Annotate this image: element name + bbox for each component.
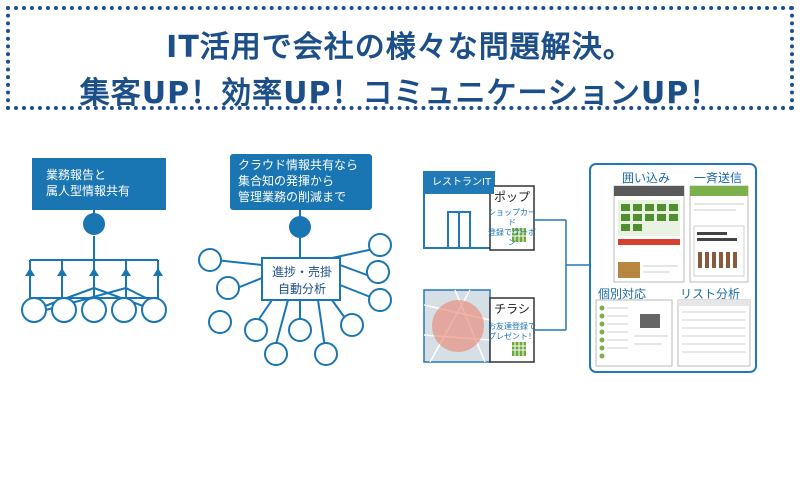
left-label-box: 業務報告と 属人型情報共有 xyxy=(32,158,166,210)
flyer-card xyxy=(489,297,535,363)
phone-screen-enclosure xyxy=(613,185,685,283)
flyer-text: お友達登録で プレゼント！ xyxy=(488,322,536,342)
hub-line-2: 自動分析 xyxy=(277,282,326,296)
banner-title-line-2: 集客UP！効率UP！コミュニケーションUP！ xyxy=(79,76,721,111)
hub-line-1: 進捗・売掛 xyxy=(271,265,332,279)
middle-label-line-3: 管理業務の削減まで xyxy=(238,190,347,204)
middle-member-nodes xyxy=(198,233,392,366)
pop-text-line-2: 登録でクーポン xyxy=(488,228,536,247)
section-broadcast: 一斉送信 xyxy=(694,171,743,185)
right-connectors xyxy=(534,219,590,331)
middle-label-box: クラウド情報共有なら 集合知の発揮から 管理業務の削減まで xyxy=(230,154,372,210)
middle-hub-text: 進捗・売掛 自動分析 xyxy=(266,264,338,298)
pop-text-line-1: ショップカード xyxy=(488,208,536,227)
section-enclosure: 囲い込み xyxy=(622,171,671,185)
restaurant-label: レストランIT xyxy=(424,172,494,194)
middle-hub-box xyxy=(261,257,341,301)
flyer-title: チラシ xyxy=(494,302,530,316)
flyer-text-line-2: プレゼント！ xyxy=(488,332,536,341)
left-label-line-1: 業務報告と xyxy=(46,168,107,182)
left-hub-node xyxy=(83,213,105,235)
header-banner: IT活用で会社の様々な問題解決。 集客UP！効率UP！コミュニケーションUP！ xyxy=(6,6,794,111)
pop-title: ポップ xyxy=(493,190,530,204)
section-individual: 個別対応 xyxy=(598,287,647,301)
left-label-line-2: 属人型情報共有 xyxy=(46,184,131,198)
flyer-map xyxy=(423,289,491,363)
flyer-text-line-1: お友達登録で xyxy=(488,322,536,331)
banner-title-line-1: IT活用で会社の様々な問題解決。 xyxy=(166,30,634,65)
chat-screen-individual xyxy=(595,299,673,367)
analysis-screen-list xyxy=(677,299,751,367)
middle-top-node xyxy=(289,216,311,238)
left-member-nodes xyxy=(21,297,167,323)
pop-text: ショップカード 登録でクーポン xyxy=(488,208,536,248)
middle-label-line-2: 集合知の発揮から xyxy=(238,174,335,188)
pop-card xyxy=(489,185,535,251)
middle-label-line-1: クラウド情報共有なら xyxy=(238,158,359,172)
phone-screen-broadcast xyxy=(689,185,749,283)
left-arrow-heads xyxy=(25,268,163,276)
section-list-analysis: リスト分析 xyxy=(680,287,741,301)
